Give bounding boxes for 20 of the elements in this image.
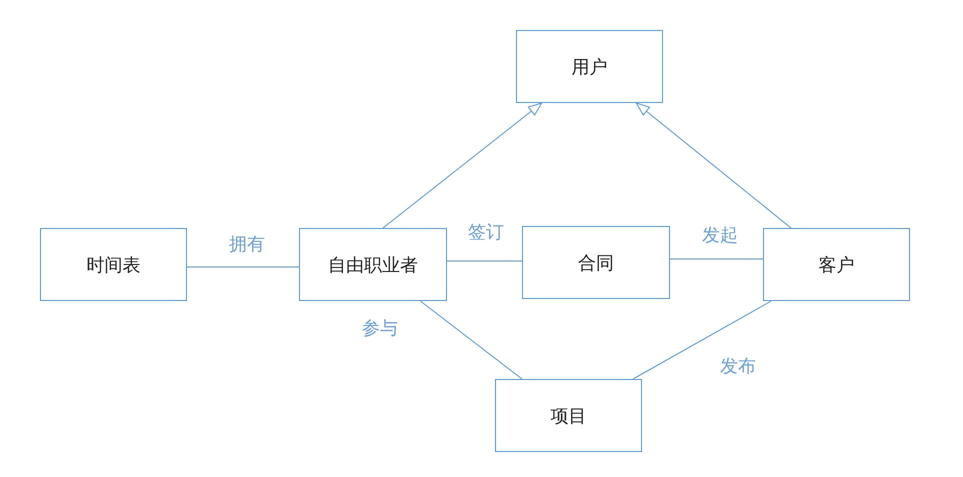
entity-box — [299, 228, 447, 301]
connector-line — [420, 300, 522, 380]
edge-label: 参与 — [360, 316, 400, 340]
entity-name: 自由职业者 — [328, 254, 418, 276]
connector-line — [186, 266, 300, 268]
entity-box — [516, 30, 663, 103]
entity-box — [522, 226, 670, 299]
connector-line — [670, 258, 764, 260]
entity-name: 项目 — [550, 404, 586, 428]
entity-box — [40, 228, 187, 301]
connector-line — [632, 300, 772, 380]
entity-name: 合同 — [578, 252, 614, 274]
entity-box — [763, 228, 910, 301]
connector-line — [446, 260, 522, 262]
entity-name: 客户 — [818, 254, 854, 276]
arrow — [636, 102, 792, 228]
entity-box — [495, 379, 642, 452]
entity-name: 时间表 — [86, 254, 140, 276]
entity-name: 用户 — [572, 56, 608, 78]
arrow — [382, 102, 542, 228]
